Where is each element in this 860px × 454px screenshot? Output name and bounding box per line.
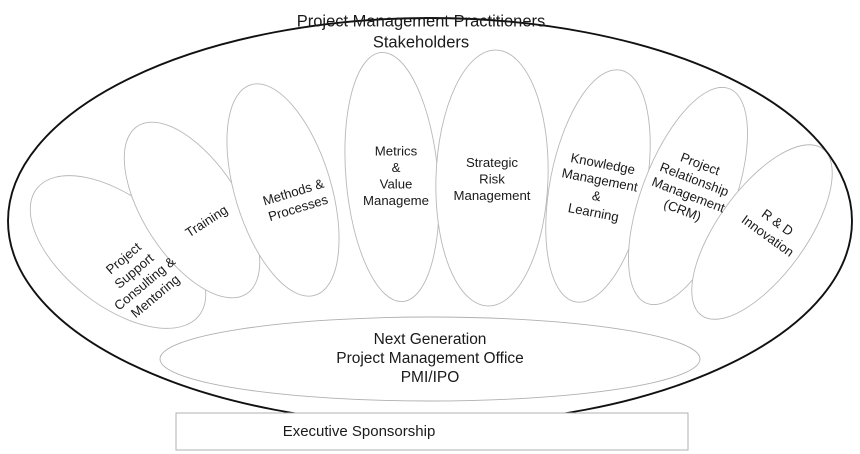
center-label-line: Project Management Office — [336, 350, 524, 367]
petal-label-line: & — [591, 188, 603, 204]
petal-label-line: Metrics — [375, 144, 418, 159]
petal-label-line: & — [392, 160, 401, 175]
center-ellipse — [159, 316, 701, 402]
center-label-line: PMI/IPO — [401, 369, 460, 386]
center-label-line: Next Generation — [374, 331, 487, 348]
petal-label-line: Management — [454, 188, 531, 203]
petal-label-line: Strategic — [466, 155, 518, 170]
diagram-title-line: Stakeholders — [373, 33, 469, 51]
executive-sponsorship-box — [175, 412, 689, 451]
petal-label-line: Value — [380, 177, 413, 192]
petal-group — [29, 49, 833, 329]
petal-rd-innovation — [691, 144, 833, 320]
petal-label-line: Risk — [479, 171, 505, 186]
diagram-title: Project Management PractitionersStakehol… — [297, 12, 546, 51]
petal-strategic-risk-management — [435, 49, 549, 307]
petal-label-line: Manageme — [363, 193, 429, 208]
petal-methods-processes — [226, 83, 340, 297]
diagram-title-line: Project Management Practitioners — [297, 12, 546, 30]
executive-sponsorship-label: Executive Sponsorship — [283, 423, 436, 440]
